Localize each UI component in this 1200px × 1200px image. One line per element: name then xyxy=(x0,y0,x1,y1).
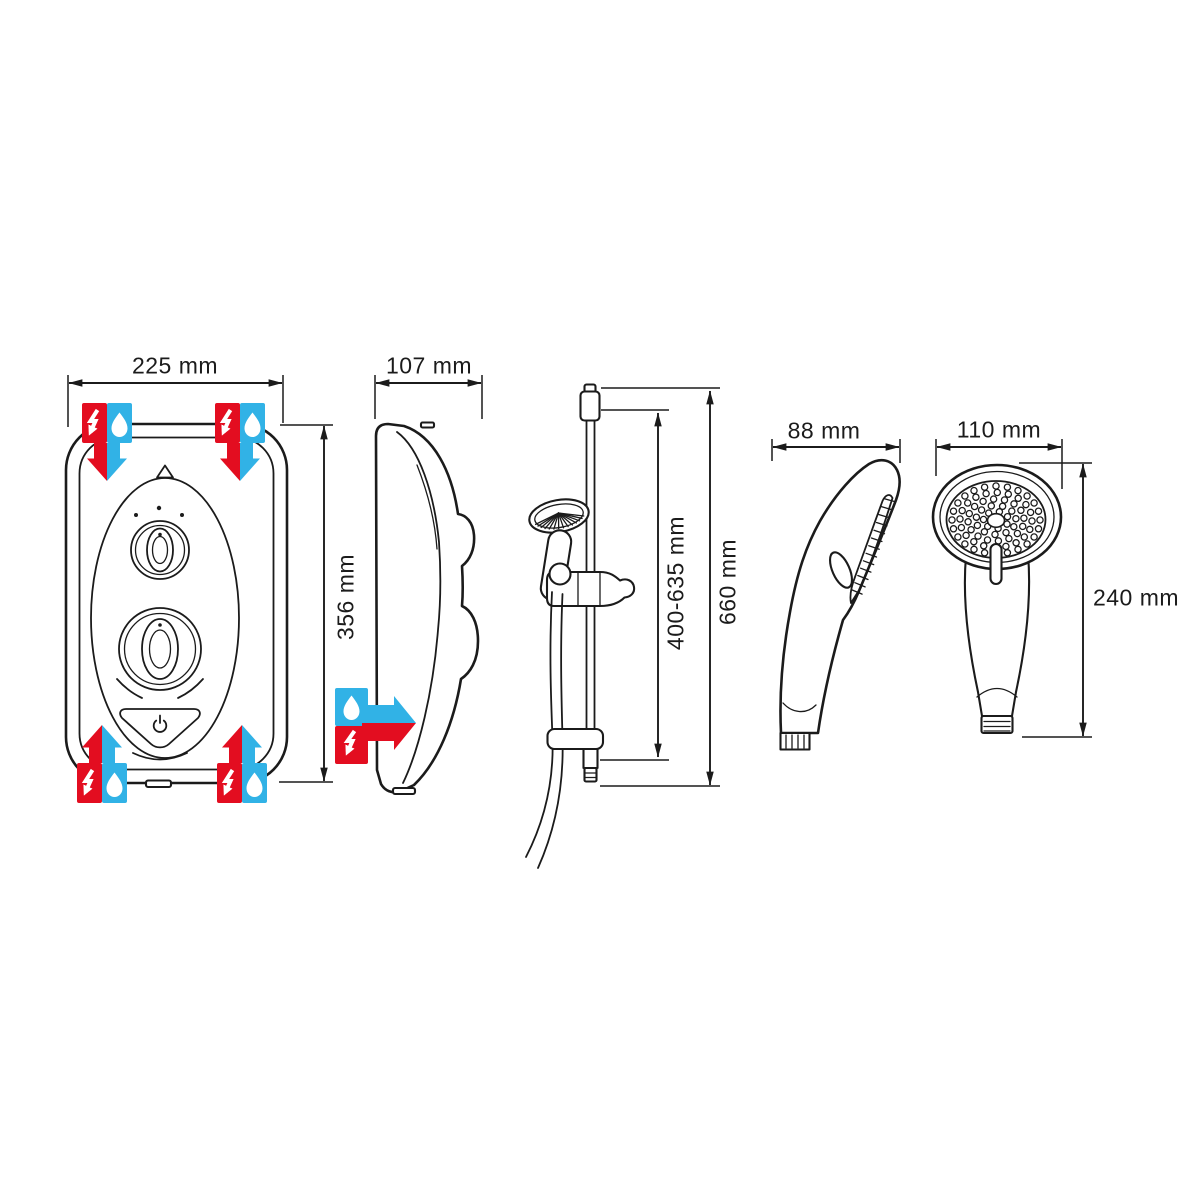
handset-head-width-label: 110 mm xyxy=(956,416,1042,443)
dim-front-width xyxy=(67,375,284,427)
handset-side-view xyxy=(779,458,901,751)
side-depth-label: 107 mm xyxy=(385,352,473,379)
water-drop-icon xyxy=(343,695,360,720)
dim-rail-adjustable-range xyxy=(600,409,669,761)
entry-icons xyxy=(77,403,416,803)
dim-front-height xyxy=(279,424,333,783)
hanging-hook-hole xyxy=(828,551,854,589)
dimension-lines xyxy=(67,375,1092,787)
front-width-label: 225 mm xyxy=(131,352,219,379)
hose-connector xyxy=(980,714,1014,735)
rail-bottom-bracket xyxy=(546,727,605,751)
riser-rail-view xyxy=(525,383,636,869)
dim-handset-length xyxy=(1019,462,1092,738)
shower-side-view xyxy=(374,421,480,796)
hose-connector xyxy=(779,731,811,751)
handset-front-view xyxy=(931,463,1063,735)
power-icon xyxy=(152,714,168,733)
rail-overall-height-label: 660 mm xyxy=(714,538,741,626)
center-nozzle xyxy=(986,512,1006,529)
dim-rail-overall-height xyxy=(600,387,720,787)
dim-handset-head-width xyxy=(935,439,1063,489)
shower-hose xyxy=(525,591,554,858)
handset-front-nozzles xyxy=(948,482,1044,558)
lightning-bolt-icon xyxy=(343,729,357,756)
start-stop-button xyxy=(119,708,201,761)
rail-handset-spray-icon xyxy=(534,512,585,530)
handset-holder-knuckle xyxy=(548,562,572,586)
spray-head xyxy=(931,463,1063,586)
electric-water-entry-icon-rear xyxy=(335,688,416,764)
temperature-knob xyxy=(130,505,190,580)
shower-front-view xyxy=(64,422,289,789)
mode-selector-tab xyxy=(989,542,1003,586)
rail-top-bracket xyxy=(579,390,601,422)
handset-side-width-label: 88 mm xyxy=(787,417,861,444)
front-height-label: 356 mm xyxy=(332,553,359,641)
outlet-spigot xyxy=(144,779,173,789)
handset-side-spray-hatch xyxy=(851,497,895,595)
dim-side-depth xyxy=(374,375,483,419)
rail-lower-section xyxy=(582,747,599,770)
handset-length-label: 240 mm xyxy=(1092,584,1180,611)
dim-handset-side-width xyxy=(771,439,901,463)
temperature-pointer-icon xyxy=(156,464,174,479)
rail-adjustable-range-label: 400-635 mm xyxy=(662,515,689,651)
power-knob xyxy=(116,607,204,699)
